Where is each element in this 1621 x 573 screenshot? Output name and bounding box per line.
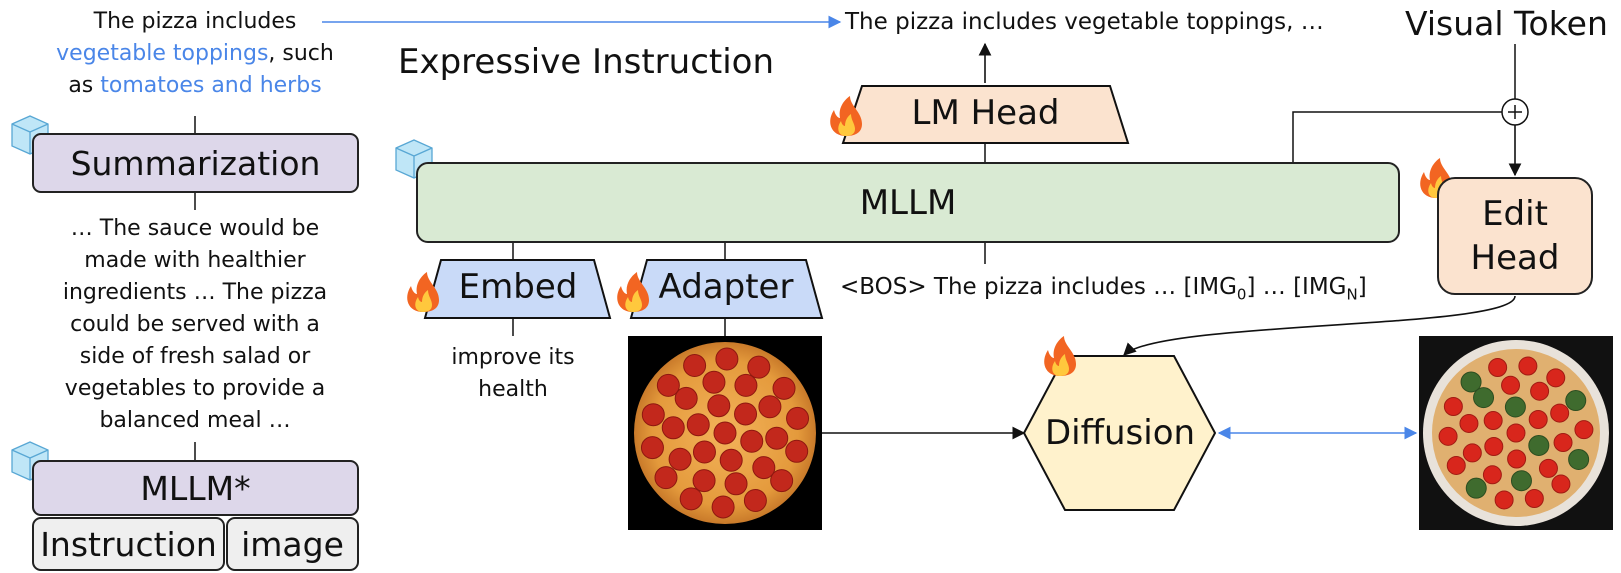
instruction-input-block: Instruction bbox=[32, 517, 225, 571]
fire-icon bbox=[617, 272, 649, 312]
lm-head-block bbox=[841, 85, 1130, 144]
input-text-line2: health bbox=[478, 377, 548, 402]
instruction-label: Instruction bbox=[40, 524, 217, 564]
sequence-subscript-n: N bbox=[1346, 285, 1358, 304]
summary-text: The pizza includes vegetable toppings, s… bbox=[30, 6, 360, 102]
visual-token-label: Visual Token bbox=[1405, 4, 1608, 43]
fire-icon bbox=[1044, 336, 1076, 376]
token-sequence: <BOS> The pizza includes … [IMG0] … [IMG… bbox=[840, 274, 1367, 304]
adapter-block bbox=[629, 259, 824, 319]
input-instruction-text: improve its health bbox=[433, 342, 593, 406]
summary-text-line3-prefix: as bbox=[68, 73, 101, 98]
image-label: image bbox=[241, 524, 344, 564]
mllm-star-block: MLLM* bbox=[32, 460, 359, 516]
image-input-block: image bbox=[226, 517, 359, 571]
sequence-subscript-0: 0 bbox=[1236, 285, 1247, 304]
output-text: The pizza includes vegetable toppings, … bbox=[845, 9, 1324, 35]
text-line: balanced meal … bbox=[99, 408, 291, 433]
sequence-suffix: ] bbox=[1357, 274, 1367, 300]
sequence-prefix: <BOS> The pizza includes … [IMG bbox=[840, 274, 1237, 300]
text-line: vegetables to provide a bbox=[64, 376, 326, 401]
summary-highlight-2: tomatoes and herbs bbox=[100, 73, 322, 98]
summarization-label: Summarization bbox=[70, 143, 321, 183]
adder-icon bbox=[1501, 98, 1529, 126]
expressive-instruction-title: Expressive Instruction bbox=[398, 42, 775, 82]
fire-icon bbox=[830, 96, 862, 136]
summary-text-line2: , such bbox=[268, 41, 334, 66]
sequence-mid: ] … [IMG bbox=[1246, 274, 1347, 300]
edit-head-label-line1: Edit bbox=[1482, 194, 1548, 234]
edit-head-block: Edit Head bbox=[1437, 177, 1593, 295]
output-pizza-image bbox=[1419, 336, 1613, 530]
text-line: … The sauce would be bbox=[70, 216, 320, 241]
summary-text-line1: The pizza includes bbox=[93, 9, 297, 34]
edit-head-to-diffusion-arrow bbox=[1123, 295, 1516, 356]
adapter-label: Adapter bbox=[658, 267, 794, 307]
text-line: could be served with a bbox=[70, 312, 320, 337]
edit-head-label-line2: Head bbox=[1470, 238, 1560, 278]
text-line: side of fresh salad or bbox=[79, 344, 311, 369]
mllm-label: MLLM bbox=[859, 182, 957, 223]
embed-block bbox=[423, 259, 612, 319]
text-line: made with healthier bbox=[84, 248, 306, 273]
text-line: ingredients … The pizza bbox=[62, 280, 328, 305]
mllm-block: MLLM bbox=[416, 162, 1400, 243]
input-text-line1: improve its bbox=[451, 345, 575, 370]
diffusion-label: Diffusion bbox=[1044, 413, 1196, 453]
lm-head-label: LM Head bbox=[911, 93, 1060, 133]
summary-highlight-1: vegetable toppings bbox=[56, 41, 269, 66]
input-pizza-image bbox=[628, 336, 822, 530]
fire-icon bbox=[407, 272, 439, 312]
embed-label: Embed bbox=[458, 267, 578, 307]
instruction-expansion-text: … The sauce would be made with healthier… bbox=[30, 213, 360, 437]
connector-mllm-to-adder bbox=[1292, 111, 1502, 162]
mllm-star-label: MLLM* bbox=[140, 468, 251, 508]
summarization-block: Summarization bbox=[32, 133, 359, 193]
